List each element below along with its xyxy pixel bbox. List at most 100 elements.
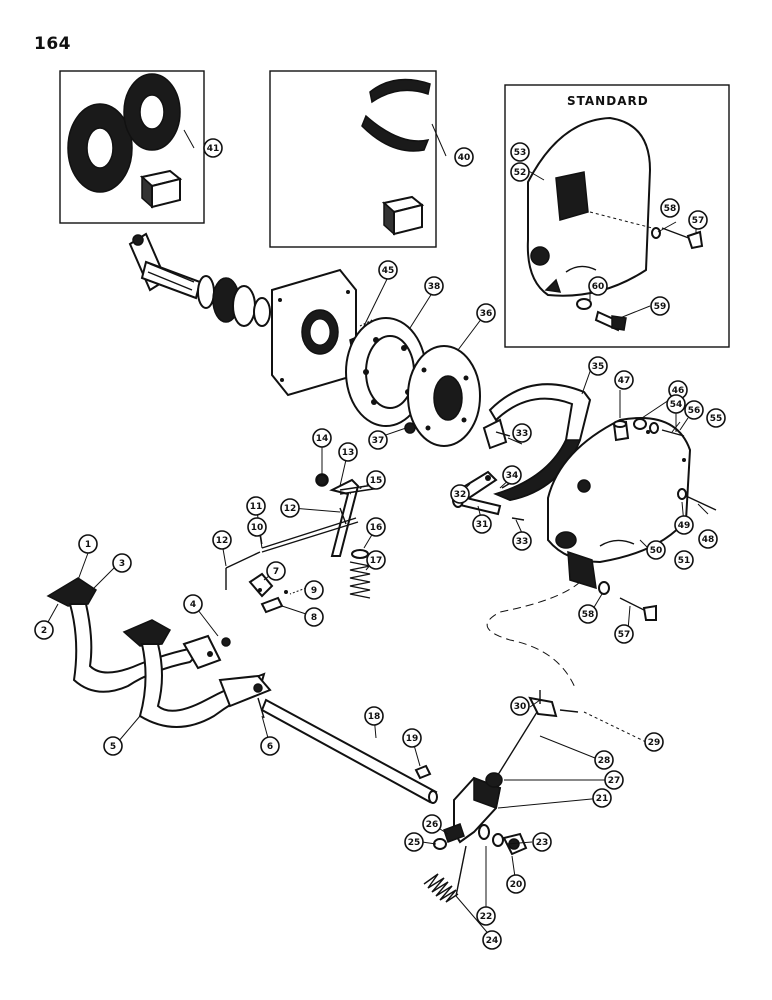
callout-10: 10 bbox=[247, 517, 267, 537]
brake-cover bbox=[547, 417, 692, 590]
callout-24: 24 bbox=[482, 930, 502, 950]
callout-number: 7 bbox=[273, 567, 279, 577]
brake-disc-upper bbox=[123, 73, 181, 151]
callout-number: 47 bbox=[618, 376, 631, 386]
actuating-lever bbox=[315, 473, 360, 557]
callout-number: 55 bbox=[710, 414, 723, 424]
standard-label: STANDARD bbox=[567, 94, 649, 108]
callout-number: 4 bbox=[190, 600, 196, 610]
callout-1: 1 bbox=[78, 534, 98, 554]
callout-number: 33 bbox=[516, 429, 529, 439]
callout-number: 40 bbox=[458, 153, 471, 163]
clevis bbox=[248, 572, 274, 598]
callout-36: 36 bbox=[476, 303, 496, 323]
callout-8: 8 bbox=[304, 607, 324, 627]
callout-11: 11 bbox=[246, 496, 266, 516]
callout-16: 16 bbox=[366, 517, 386, 537]
callout-number: 34 bbox=[506, 471, 519, 481]
callout-number: 46 bbox=[672, 386, 685, 396]
callout-32: 32 bbox=[450, 484, 470, 504]
callout-37: 37 bbox=[368, 430, 388, 450]
callout-number: 57 bbox=[618, 630, 631, 640]
callout-number: 45 bbox=[382, 266, 395, 276]
brake-disc-lower bbox=[67, 103, 133, 193]
callout-35: 35 bbox=[588, 356, 608, 376]
callout-number: 57 bbox=[692, 216, 705, 226]
lever-spring bbox=[423, 845, 467, 903]
callout-number: 20 bbox=[510, 880, 523, 890]
callout-number: 29 bbox=[648, 738, 661, 748]
callout-5: 5 bbox=[103, 736, 123, 756]
callout-34: 34 bbox=[502, 465, 522, 485]
cover-bolt-top bbox=[633, 418, 685, 437]
callout-49: 49 bbox=[674, 515, 694, 535]
callout-number: 59 bbox=[654, 302, 667, 312]
callout-60: 60 bbox=[588, 276, 608, 296]
callout-number: 52 bbox=[514, 168, 527, 178]
callout-54: 54 bbox=[666, 394, 686, 414]
brake-band bbox=[482, 383, 592, 502]
callout-number: 12 bbox=[216, 536, 229, 546]
callout-51: 51 bbox=[674, 550, 694, 570]
callout-number: 17 bbox=[370, 556, 383, 566]
callout-number: 23 bbox=[536, 838, 549, 848]
pedal-fittings bbox=[221, 637, 265, 719]
rod-pin bbox=[539, 690, 579, 713]
callout-number: 15 bbox=[370, 476, 383, 486]
callout-number: 12 bbox=[284, 504, 297, 514]
callout-21: 21 bbox=[592, 788, 612, 808]
woodruff-key bbox=[414, 764, 432, 780]
return-spring bbox=[349, 549, 371, 599]
callout-30: 30 bbox=[510, 696, 530, 716]
standard-washer bbox=[651, 227, 661, 239]
callout-number: 33 bbox=[516, 537, 529, 547]
callout-55: 55 bbox=[706, 408, 726, 428]
callout-number: 35 bbox=[592, 362, 605, 372]
callout-23: 23 bbox=[532, 832, 552, 852]
callout-56: 56 bbox=[684, 400, 704, 420]
standard-cover-inset bbox=[504, 84, 730, 348]
callout-number: 9 bbox=[311, 586, 317, 596]
callout-number: 41 bbox=[207, 144, 220, 154]
callout-number: 13 bbox=[342, 448, 355, 458]
brake-disc-kit-inset bbox=[59, 70, 205, 224]
brake-rod bbox=[485, 696, 558, 788]
callout-31: 31 bbox=[472, 514, 492, 534]
standard-brake-cover bbox=[526, 116, 652, 297]
callout-27: 27 bbox=[604, 770, 624, 790]
lever-nut bbox=[502, 832, 528, 856]
callout-number: 56 bbox=[688, 406, 701, 416]
callout-33: 33 bbox=[512, 531, 532, 551]
callout-number: 30 bbox=[514, 702, 527, 712]
callout-number: 19 bbox=[406, 734, 419, 744]
bearing-assembly bbox=[197, 275, 271, 327]
relief-valve bbox=[612, 420, 630, 442]
callout-number: 1 bbox=[85, 540, 91, 550]
lever-washers bbox=[478, 824, 504, 847]
callout-41: 41 bbox=[203, 138, 223, 158]
brake-pedals bbox=[46, 577, 272, 728]
callout-number: 16 bbox=[370, 523, 383, 533]
brake-lining-kit-inset bbox=[269, 70, 437, 248]
cross-shaft bbox=[260, 698, 438, 804]
callout-number: 37 bbox=[372, 436, 385, 446]
callout-number: 11 bbox=[250, 502, 263, 512]
leader-lines bbox=[47, 123, 709, 939]
callout-number: 2 bbox=[41, 626, 47, 636]
callout-50: 50 bbox=[646, 540, 666, 560]
cover-boss bbox=[555, 171, 589, 221]
callout-number: 31 bbox=[476, 520, 489, 530]
cover-bolt-right bbox=[677, 488, 717, 511]
callout-number: 48 bbox=[702, 535, 715, 545]
callout-15: 15 bbox=[366, 470, 386, 490]
callout-number: 10 bbox=[251, 523, 264, 533]
callout-number: 58 bbox=[582, 610, 595, 620]
rod-connection-dashed-line bbox=[486, 581, 581, 691]
callout-number: 28 bbox=[598, 756, 611, 766]
callout-25: 25 bbox=[404, 832, 424, 852]
callout-40: 40 bbox=[454, 147, 474, 167]
callout-58: 58 bbox=[578, 604, 598, 624]
